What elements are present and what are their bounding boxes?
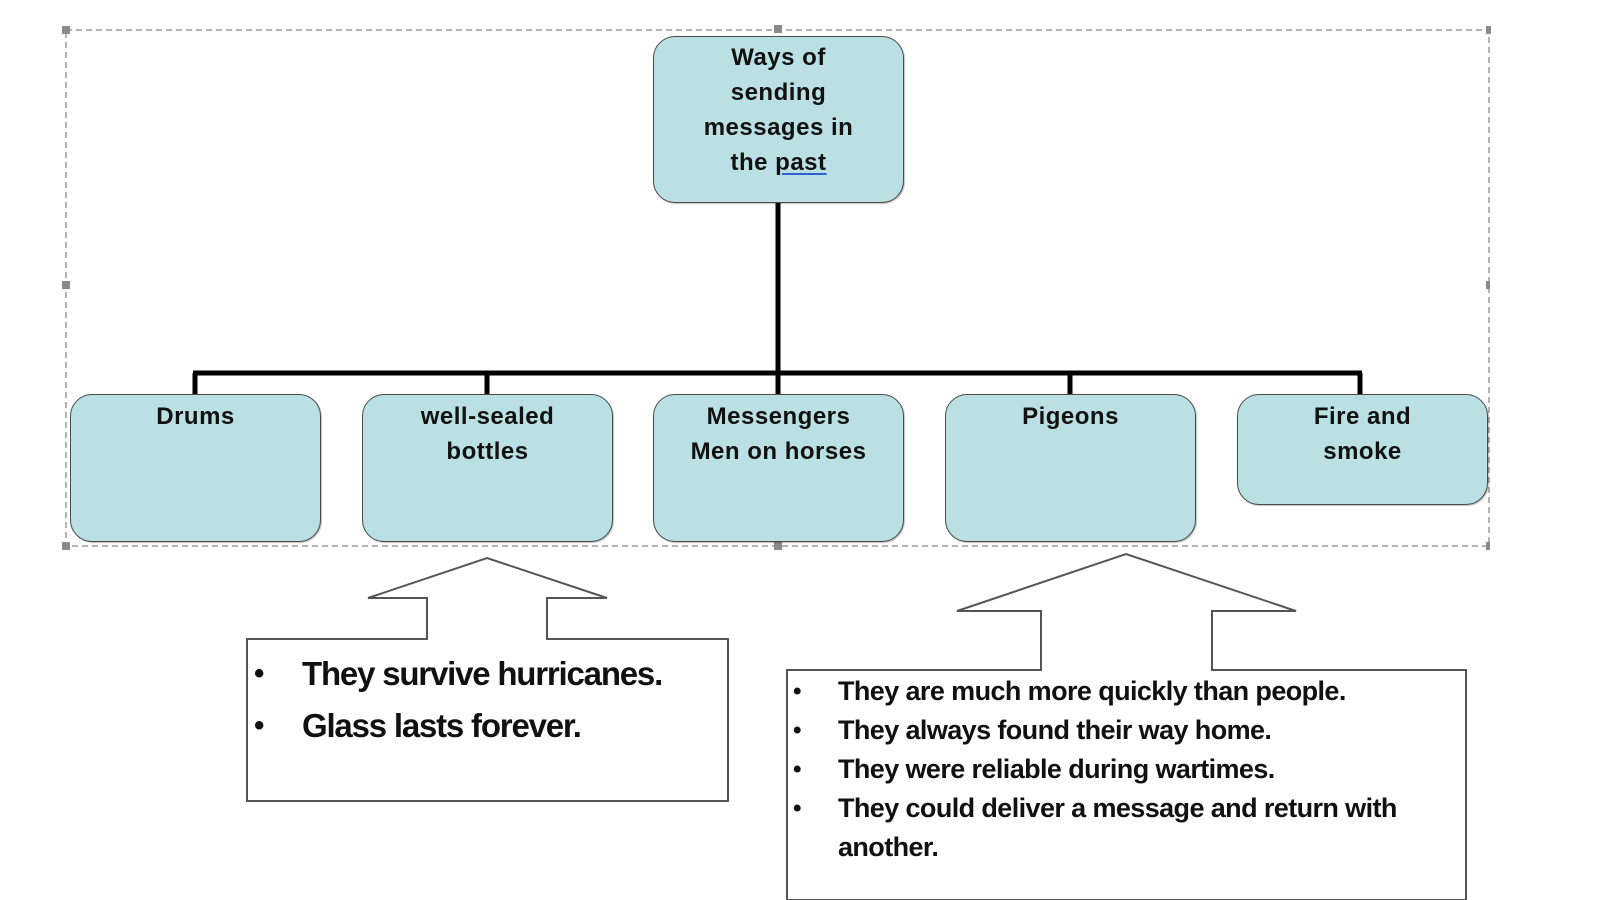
callout-bottles-text: • They survive hurricanes. • Glass lasts f…	[254, 648, 663, 752]
list-item-text: They are much more quickly than people.	[838, 676, 1346, 706]
node-messengers-label-1: Messengers	[706, 403, 851, 430]
callout-pigeons-text: • They are much more quickly than people.…	[793, 672, 1448, 867]
bullet-icon: •	[254, 709, 264, 742]
selection-handle-top-center[interactable]	[774, 25, 782, 33]
root-line-3: messages in	[703, 114, 854, 141]
list-item: • They are much more quickly than people.	[793, 672, 1448, 711]
node-fire-label-2: smoke	[1323, 438, 1402, 465]
node-pigeons-label: Pigeons	[1022, 403, 1119, 430]
list-item-text: They always found their way home.	[838, 715, 1272, 745]
selection-handle-bottom-left[interactable]	[62, 542, 70, 550]
bullet-icon: •	[793, 756, 802, 783]
selection-handle-top-left[interactable]	[62, 26, 70, 34]
bullet-icon: •	[254, 657, 264, 690]
root-underlined-word: past	[775, 149, 827, 176]
node-fire-label-1: Fire and	[1313, 403, 1412, 430]
list-item: • They could deliver a message and return…	[793, 789, 1448, 867]
list-item: • Glass lasts forever.	[254, 700, 662, 752]
node-bottles-label-1: well-sealed	[420, 403, 555, 430]
callout-bottles-list: • They survive hurricanes. • Glass lasts f…	[254, 648, 663, 752]
list-item-text: They could deliver a message and return …	[838, 793, 1397, 862]
callout-pigeons-list: • They are much more quickly than people.…	[793, 672, 1448, 867]
list-item-text: They survive hurricanes.	[302, 655, 663, 692]
root-line-1: Ways of	[731, 44, 826, 71]
node-drums[interactable]: Drums	[70, 394, 321, 542]
root-line-2: sending	[730, 79, 827, 106]
list-item-text: Glass lasts forever.	[302, 707, 582, 744]
root-line-4: the past	[654, 145, 903, 180]
node-messengers[interactable]: Messengers Men on horses	[653, 394, 904, 542]
selection-handle-middle-left[interactable]	[62, 281, 70, 289]
selection-handle-top-right[interactable]	[1486, 26, 1491, 34]
node-drums-label: Drums	[156, 403, 235, 430]
list-item: • They always found their way home.	[793, 711, 1448, 750]
bullet-icon: •	[793, 795, 802, 822]
callout-pigeons-shape[interactable]	[786, 552, 1467, 900]
bullet-icon: •	[793, 678, 802, 705]
selection-handle-middle-right[interactable]	[1486, 281, 1490, 289]
callout-bottles-shape[interactable]	[246, 556, 729, 802]
node-fire-smoke[interactable]: Fire and smoke	[1237, 394, 1488, 505]
node-messengers-label-2: Men on horses	[690, 438, 867, 465]
list-item: • They survive hurricanes.	[254, 648, 663, 700]
selection-handle-bottom-right[interactable]	[1486, 542, 1490, 550]
node-bottles[interactable]: well-sealed bottles	[362, 394, 613, 542]
bullet-icon: •	[793, 717, 802, 744]
list-item-text: They were reliable during wartimes.	[838, 754, 1275, 784]
list-item: • They were reliable during wartimes.	[793, 750, 1448, 789]
node-pigeons[interactable]: Pigeons	[945, 394, 1196, 542]
selection-handle-bottom-center[interactable]	[774, 542, 782, 550]
connectors	[192, 203, 1363, 394]
root-line-4-text: the	[730, 149, 768, 176]
root-node[interactable]: Ways of sending messages in the past	[653, 36, 904, 203]
node-bottles-label-2: bottles	[446, 438, 529, 465]
